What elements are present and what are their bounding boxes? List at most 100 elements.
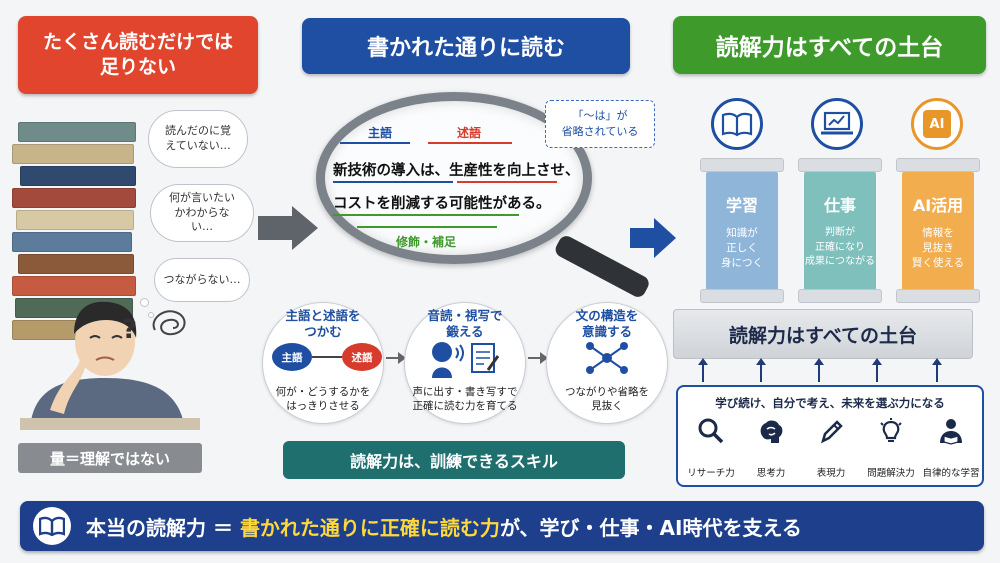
skill-thinking-label: 思考力 <box>756 468 786 479</box>
read-as-written-header: 書かれた通りに読む <box>302 18 630 74</box>
skill-problem-solving: 問題解決力 <box>861 417 921 479</box>
network-structure-icon <box>586 342 628 374</box>
read-as-written-header-text: 書かれた通りに読む <box>366 36 565 61</box>
modifier-bracket <box>357 226 497 228</box>
step-3-title: 文の構造を 意識する <box>575 308 639 340</box>
step-3-desc: つながりや省略を 見抜く <box>565 386 649 413</box>
pillar-learning-desc: 知識が 正しく 身につく <box>721 227 763 270</box>
step-1-title: 主語と述語を つかむ <box>285 308 361 340</box>
step-arrow-1-head <box>398 352 406 364</box>
up-arrow <box>872 358 882 382</box>
thought-bubble-3: つながらない… <box>154 258 250 302</box>
flow-arrow-left-head <box>292 206 318 250</box>
thought-dot <box>140 298 149 307</box>
step-1-desc: 何が・どうするかを はっきりさせる <box>275 386 371 413</box>
trainable-skill-text: 読解力は、訓練できるスキル <box>350 452 558 471</box>
pen-icon <box>821 420 843 444</box>
pillar-work: 仕事 判断が 正確になり 成果につながる <box>804 172 876 290</box>
pillar-learning-title: 学習 <box>725 196 758 215</box>
conclusion-banner: 本当の読解力 ＝ 書かれた通りに正確に読む力が、学び・仕事・AI時代を支える <box>20 501 984 551</box>
pillar-cap-1 <box>700 158 784 172</box>
confusion-scribble-icon <box>152 310 186 336</box>
problem-header: たくさん読むだけでは足りない <box>18 16 258 94</box>
example-sentence-line2: コストを削減する可能性がある。 <box>333 196 551 212</box>
subject-predicate-link <box>312 356 342 358</box>
step-2-title: 音読・視写で 鍛える <box>427 308 503 340</box>
pillar-base-2 <box>798 289 882 303</box>
laptop-chart-icon <box>811 98 863 150</box>
left-caption-text: 量＝理解ではない <box>49 449 170 468</box>
predicate-pill: 述語 <box>342 343 382 371</box>
ai-chip-icon: AI <box>911 98 963 150</box>
pillar-work-desc: 判断が 正確になり 成果につながる <box>805 227 875 267</box>
pillar-ai-title: AI活用 <box>912 196 964 215</box>
up-arrow <box>698 358 708 382</box>
predicate-label: 述語 <box>457 126 482 140</box>
conclusion-text: 本当の読解力 ＝ 書かれた通りに正確に読む力が、学び・仕事・AI時代を支える <box>86 512 802 541</box>
subject-underline <box>333 181 453 183</box>
predicate-underline <box>457 181 557 183</box>
skills-panel: 学び続け、自分で考え、未来を選ぶ力になる リサーチ力 思考力 表現力 問題解決力… <box>676 385 984 487</box>
subject-label: 主語 <box>368 126 393 140</box>
skill-problem-solving-label: 問題解決力 <box>867 468 915 479</box>
question-mark: ? <box>122 315 138 345</box>
skill-research: リサーチ力 <box>681 417 741 479</box>
up-arrow <box>932 358 942 382</box>
thought-bubble-1: 読んだのに覚えていない… <box>148 110 248 168</box>
subject-pill: 主語 <box>272 343 312 371</box>
pillar-learning: 学習 知識が 正しく 身につく <box>706 172 778 290</box>
subject-bracket <box>340 142 410 144</box>
book-icon <box>711 98 763 150</box>
confused-person-illustration <box>20 301 200 430</box>
skill-expression-label: 表現力 <box>816 468 846 479</box>
thought-text-3: つながらない… <box>163 272 241 286</box>
skill-self-learning-label: 自律的な学習 <box>922 468 980 479</box>
up-arrow <box>814 358 824 382</box>
predicate-bracket <box>428 142 512 144</box>
step-circle-2 <box>404 302 526 424</box>
step-arrow-2-head <box>540 352 548 364</box>
quantity-not-understanding-caption: 量＝理解ではない <box>18 443 202 473</box>
conclusion-part2: が、学び・仕事・AI時代を支える <box>499 516 802 540</box>
thought-bubble-2: 何が言いたいかわからない… <box>150 184 254 242</box>
speaking-writing-icon <box>432 342 500 378</box>
up-arrow <box>756 358 766 382</box>
omission-note-line1: 「〜は」が <box>572 109 628 123</box>
flow-arrow-right <box>630 228 656 248</box>
example-sentence-line1: 新技術の導入は、生産性を向上させ、 <box>333 163 580 179</box>
conclusion-part1: 本当の読解力 ＝ <box>86 516 240 540</box>
pillar-ai-desc: 情報を 見抜き 賢く使える <box>911 227 965 270</box>
reader-icon <box>940 419 962 445</box>
pillar-base-3 <box>896 289 980 303</box>
modifier-label: 修飾・補足 <box>396 235 457 249</box>
pillar-work-title: 仕事 <box>823 196 856 215</box>
skills-heading: 学び続け、自分で考え、未来を選ぶ力になる <box>715 396 945 410</box>
thought-text-1: 読んだのに覚えていない… <box>165 124 231 152</box>
step-2-desc: 声に出す・書き写すで 正確に読む力を育てる <box>412 386 518 413</box>
pillar-cap-2 <box>798 158 882 172</box>
foundation-header: 読解力はすべての土台 <box>673 16 986 74</box>
skill-thinking: 思考力 <box>741 417 801 479</box>
problem-header-text: たくさん読むだけでは足りない <box>42 31 233 78</box>
flow-arrow-right-head <box>654 218 676 258</box>
foundation-header-text: 読解力はすべての土台 <box>715 35 944 61</box>
step-arrow-1 <box>386 357 400 359</box>
foundation-base-text: 読解力はすべての土台 <box>729 324 917 347</box>
pillar-cap-3 <box>896 158 980 172</box>
search-icon <box>698 418 724 444</box>
open-book-icon <box>33 507 71 545</box>
foundation-base: 読解力はすべての土台 <box>673 309 973 359</box>
ai-chip-label: AI <box>923 110 951 138</box>
pillar-ai: AI活用 情報を 見抜き 賢く使える <box>902 172 974 290</box>
thought-dot <box>148 312 154 318</box>
omission-note: 「〜は」が 省略されている <box>545 100 655 148</box>
book-stack-illustration <box>12 122 140 342</box>
omission-note-line2: 省略されている <box>561 125 639 138</box>
thought-text-2: 何が言いたいかわからない… <box>169 190 235 234</box>
pillar-base-1 <box>700 289 784 303</box>
skill-research-label: リサーチ力 <box>687 468 735 479</box>
lightbulb-icon <box>880 418 902 442</box>
skill-self-learning: 自律的な学習 <box>921 417 981 479</box>
brain-icon <box>760 420 783 443</box>
flow-arrow-left <box>258 216 294 240</box>
